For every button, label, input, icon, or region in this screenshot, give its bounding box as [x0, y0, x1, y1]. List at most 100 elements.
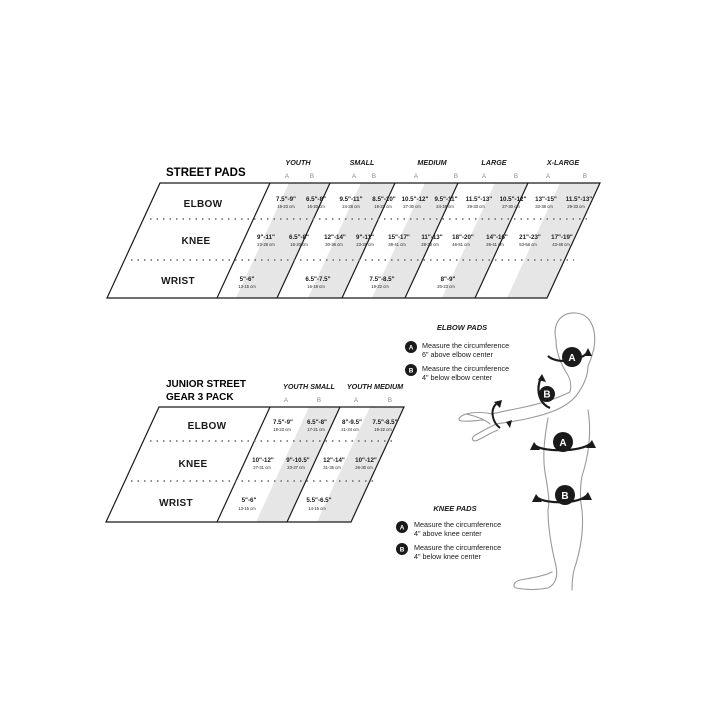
cell-value: 7.5"-8.5" [372, 419, 397, 426]
junior-title-line1: JUNIOR STREET [166, 379, 246, 390]
knee-a-line2: 4" above knee center [414, 529, 482, 538]
cell-value: 10"-12" [252, 457, 274, 464]
a-label: A [354, 397, 359, 404]
cell-metric: 29-33 cm [467, 204, 485, 209]
cell-value: 10.5"-12" [402, 196, 429, 203]
size-header-youth-small: YOUTH SMALL [283, 382, 335, 391]
arrowhead-icon [586, 440, 596, 448]
junior-frame [105, 406, 405, 523]
cell-value: 6.5"-7.5" [305, 276, 330, 283]
elbow-pads-heading: ELBOW PADS [437, 323, 487, 332]
forearm-outline [491, 391, 571, 415]
junior-knee-values: 10"-12" 27-31 cm 9"-10.5" 23-27 cm 12"-1… [252, 457, 377, 470]
hand-outline [458, 411, 499, 442]
cell-value: 9.5"-11" [434, 196, 457, 203]
arrowhead-icon [530, 442, 540, 450]
row-label-knee: KNEE [179, 459, 208, 470]
cell-value: 21"-23" [519, 234, 541, 241]
knee-b-line1: Measure the circumference [414, 543, 501, 552]
row-label-wrist: WRIST [159, 498, 193, 509]
cell-value: 6.5"-8" [289, 234, 309, 241]
column-divider [404, 182, 459, 299]
cell-metric: 28-33 cm [421, 242, 439, 247]
street-pads-frame [106, 182, 601, 299]
cell-value: 5"-6" [242, 497, 257, 504]
youth-medium-b-stripe [317, 407, 404, 522]
street-pads-ab-labels: A B A B A B A B A B [285, 173, 587, 180]
row-label-elbow: ELBOW [188, 421, 227, 432]
a-label: A [414, 173, 419, 180]
knee-a-badge-letter: A [559, 438, 566, 449]
cell-metric: 13-15 cm [238, 506, 256, 511]
street-pads-table: STREET PADS YOUTH SMALL MEDIUM LARGE X-L… [106, 158, 601, 299]
b-badge-icon [396, 543, 408, 555]
cell-metric: 23-27 cm [287, 465, 305, 470]
cell-metric: 16-20 cm [307, 204, 325, 209]
column-divider [341, 182, 396, 299]
junior-stripes [256, 407, 404, 522]
youth-small-b-stripe [256, 407, 340, 522]
arrowhead-icon [494, 400, 502, 408]
junior-wrist-values: 5"-6" 13-15 cm 5.5"-6.5" 14-16 cm [238, 497, 331, 511]
cell-metric: 46-51 cm [452, 242, 470, 247]
b-label: B [372, 173, 376, 180]
size-header-youth: YOUTH [285, 158, 311, 167]
b-label: B [388, 397, 392, 404]
cell-metric: 53-58 cm [519, 242, 537, 247]
a-label: A [546, 173, 551, 180]
cell-value: 7.5"-9" [276, 196, 296, 203]
cell-value: 8.5"-10" [372, 196, 395, 203]
cell-metric: 23-28 cm [356, 242, 374, 247]
knee-pads-instructions: KNEE PADS A Measure the circumference 4"… [396, 504, 501, 561]
cell-metric: 13-15 cm [238, 284, 256, 289]
row-label-elbow: ELBOW [184, 199, 223, 210]
row-label-wrist: WRIST [161, 276, 195, 287]
shin-outline [513, 509, 558, 591]
size-header-youth-medium: YOUTH MEDIUM [347, 382, 404, 391]
column-divider [276, 182, 331, 299]
arrowhead-icon [582, 492, 592, 500]
cell-value: 5.5"-6.5" [306, 497, 331, 504]
cell-metric: 16-19 cm [307, 284, 325, 289]
a-badge-letter: A [400, 524, 405, 531]
cell-value: 11.5"-13" [466, 196, 493, 203]
upper-arm-outline [555, 339, 572, 393]
elbow-b-badge-letter: B [543, 390, 550, 401]
cell-value: 9"-10.5" [286, 457, 309, 464]
cell-value: 11.5"-13" [566, 196, 593, 203]
cell-metric: 19-23 cm [277, 204, 295, 209]
cell-metric: 21-24 cm [341, 427, 359, 432]
junior-street-table: JUNIOR STREET GEAR 3 PACK YOUTH SMALL YO… [105, 379, 405, 523]
knee-b-line2: 4" below knee center [414, 552, 481, 561]
head-outline [554, 312, 596, 367]
cell-metric: 19-23 cm [374, 204, 392, 209]
street-knee-values: 9"-11" 23-28 cm 6.5"-8" 16-20 cm 12"-14"… [257, 234, 573, 247]
street-pads-size-headers: YOUTH SMALL MEDIUM LARGE X-LARGE [285, 158, 579, 167]
elbow-a-badge-icon [562, 347, 582, 367]
large-b-stripe [442, 183, 528, 298]
thigh-outline [543, 417, 550, 511]
cell-value: 11"-13" [421, 234, 442, 241]
arrowhead-icon [584, 348, 592, 356]
cell-metric: 14-16 cm [308, 506, 326, 511]
cell-metric: 24-28 cm [436, 204, 454, 209]
cell-metric: 19-22 cm [371, 284, 389, 289]
a-label: A [482, 173, 487, 180]
column-divider [216, 182, 271, 299]
cell-value: 9"-11" [257, 234, 275, 241]
cell-metric: 17-21 cm [307, 427, 325, 432]
a-badge-icon [405, 341, 417, 353]
a-badge-icon [396, 521, 408, 533]
calf-outline [571, 509, 584, 591]
column-divider [286, 406, 341, 523]
elbow-b-badge-icon [539, 386, 555, 402]
cell-value: 9.5"-11" [339, 196, 362, 203]
cell-metric: 26-41 cm [486, 242, 504, 247]
cell-metric: 31-35 cm [323, 465, 341, 470]
xlarge-b-stripe [507, 183, 600, 298]
column-divider [474, 182, 529, 299]
knee-a-badge-icon [553, 432, 573, 452]
cell-metric: 30-36 cm [325, 242, 343, 247]
arrowhead-icon [532, 494, 542, 502]
cell-value: 18"-20" [452, 234, 474, 241]
